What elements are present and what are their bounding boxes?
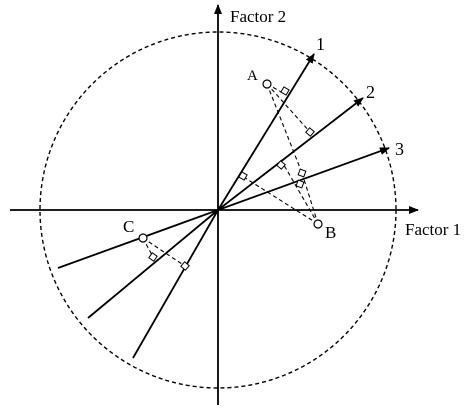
right-angle-marker <box>148 252 158 262</box>
projection-lines <box>142 83 319 267</box>
vector-2-label: 2 <box>366 82 375 102</box>
vector-3-negative <box>57 209 219 269</box>
projection-c-2 <box>142 237 186 267</box>
point-c-label: C <box>123 217 134 236</box>
vector-1 <box>217 53 315 211</box>
y-axis-label: Factor 2 <box>230 7 286 26</box>
vector-2 <box>217 97 364 211</box>
projection-b-1 <box>241 175 319 225</box>
right-angle-marker <box>297 168 307 178</box>
vector-3-label: 3 <box>395 139 404 159</box>
point-a-label: A <box>247 68 258 84</box>
vector-2-negative <box>87 209 219 319</box>
vector-3 <box>217 147 390 211</box>
point-c-marker <box>138 233 148 243</box>
projection-a-2 <box>266 83 311 133</box>
point-b-marker <box>313 219 323 229</box>
right-angle-marker <box>295 179 305 189</box>
point-b-label: B <box>325 223 336 242</box>
right-angle-marker <box>280 86 290 96</box>
right-angle-marker <box>180 261 190 271</box>
vector-1-negative <box>132 209 219 359</box>
point-a-marker <box>262 79 272 89</box>
projection-a-3 <box>266 83 303 174</box>
right-angle-marker <box>276 160 286 170</box>
vector-1-label: 1 <box>316 34 325 54</box>
x-axis-label: Factor 1 <box>405 220 461 239</box>
projection-b-3 <box>301 172 319 225</box>
right-angle-marker <box>305 127 315 137</box>
right-angle-marker <box>238 171 248 181</box>
projection-b-2 <box>280 159 319 225</box>
right-angle-markers <box>148 86 315 271</box>
